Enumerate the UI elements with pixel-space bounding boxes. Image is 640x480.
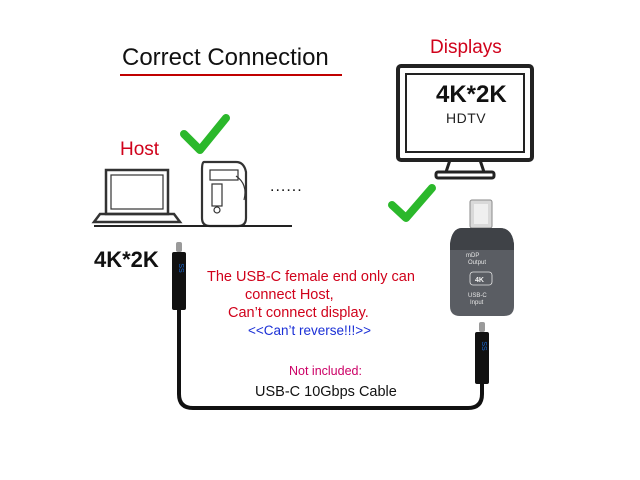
warning-line-3: Can’t connect display. [228,305,369,321]
phone-icon [200,160,248,228]
more-devices: ...... [270,178,303,195]
warning-line-1: The USB-C female end only can [207,269,415,285]
cable-label: USB-C 10Gbps Cable [255,384,397,400]
usb-c-cable [177,310,484,410]
check-icon [388,184,436,222]
svg-text:SS: SS [177,263,184,273]
monitor-caption: HDTV [446,110,487,126]
adapter-bottom-label: USB-C [468,293,487,299]
adapter-badge: 4K [475,277,484,284]
monitor-resolution: 4K*2K [436,81,507,108]
adapter-top-label: mDP [466,253,480,259]
check-icon [180,114,230,154]
adapter-top-sub: Output [468,260,487,266]
warning-line-2: connect Host, [245,287,334,303]
usb-c-plug-icon: SS [172,242,186,310]
svg-text:SS: SS [480,341,487,351]
monitor-icon [396,64,534,180]
not-included-note: Not included: [289,364,362,378]
usb-c-plug-icon: SS [475,322,489,384]
host-resolution: 4K*2K [94,247,159,272]
diagram-title: Correct Connection [122,44,329,71]
adapter-icon [450,199,514,316]
displays-label: Displays [430,37,502,58]
title-underline [120,74,342,76]
reverse-note: <<Can’t reverse!!!>> [248,323,372,338]
laptop-icon [91,168,183,224]
host-label: Host [120,139,160,160]
adapter-bottom-sub: Input [470,300,484,306]
